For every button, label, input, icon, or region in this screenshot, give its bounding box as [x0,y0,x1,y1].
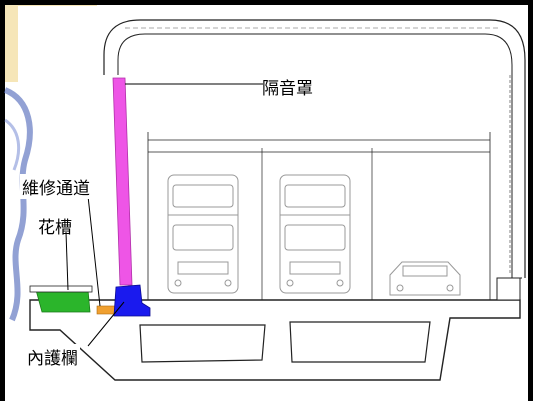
label-maintenance-walkway: 維修通道 [20,174,92,199]
left-border [0,0,5,401]
blue-swirl-inner [4,118,21,171]
leader-walkway [87,195,101,307]
box-cell-right [289,321,431,363]
label-inner-parapet: 內護欄 [25,344,80,369]
label-noise-barrier: 隔音罩 [262,79,313,99]
enclosure-outer [103,19,526,278]
enclosure-inner [117,33,513,278]
box-cell-left [139,324,266,363]
leader-planter [65,231,69,291]
maintenance-walkway [96,305,116,315]
double-decker-bus-1 [167,174,239,294]
double-decker-bus-2 [279,174,351,294]
label-planter: 花槽 [38,218,72,238]
noise-barrier-column [112,77,133,286]
leader-inner-parapet [87,301,125,347]
planter-box [35,289,91,313]
right-border [528,0,533,401]
planter-rim [29,285,93,293]
car [389,261,461,296]
inner-parapet [113,284,151,317]
outer-parapet [496,277,521,301]
top-border [0,0,533,5]
